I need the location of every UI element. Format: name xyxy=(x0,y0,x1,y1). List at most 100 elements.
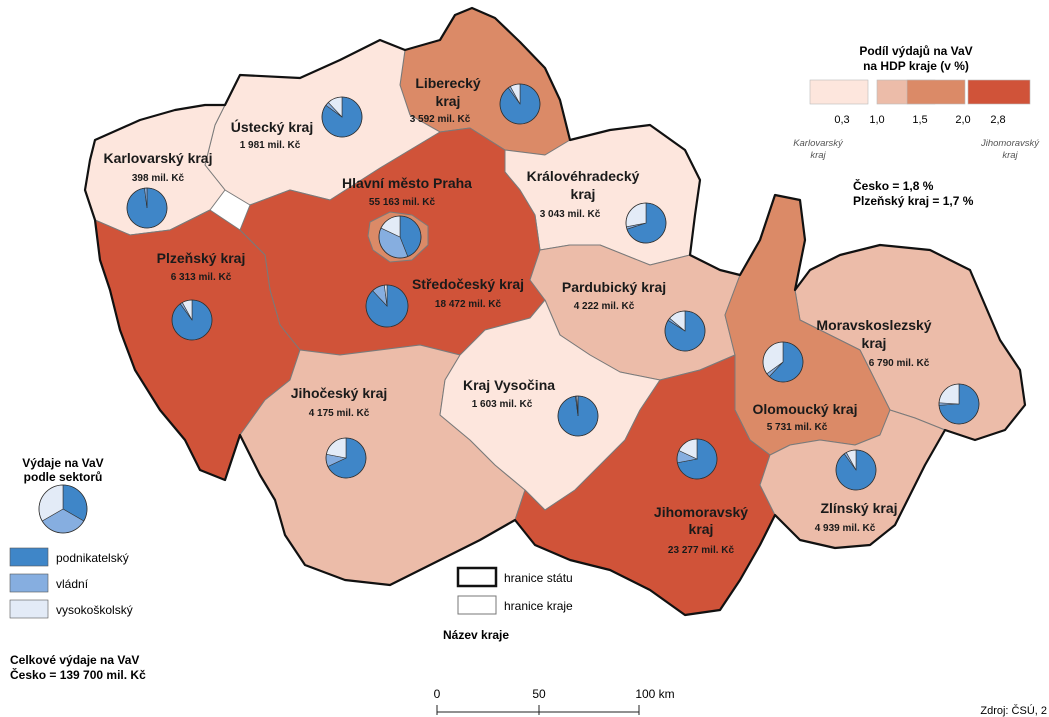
pie-chart xyxy=(664,310,706,352)
scale-bar: 0 50 100 km xyxy=(434,687,675,715)
label-pardubicky: Pardubický kraj 4 222 mil. Kč xyxy=(562,279,666,312)
label-karlovarsky: Karlovarský kraj 398 mil. Kč xyxy=(104,150,213,184)
legend-tick: 2,8 xyxy=(990,114,1005,126)
legend-title: Podíl výdajů na VaV xyxy=(859,44,972,58)
sector-swatch-business xyxy=(9,547,49,567)
label-ustecky: Ústecký kraj 1 981 mil. Kč xyxy=(231,118,314,151)
region-name: Moravskoslezský xyxy=(816,317,931,333)
pie-outline xyxy=(126,187,168,229)
region-name: Jihomoravský xyxy=(654,504,748,520)
region-name: Hlavní město Praha xyxy=(342,175,472,191)
region-name: Středočeský kraj xyxy=(412,276,524,292)
pie-outline xyxy=(325,437,367,479)
region-name: Olomoucký kraj xyxy=(752,401,857,417)
region-expenditure: 398 mil. Kč xyxy=(132,173,185,184)
region-expenditure: 5 731 mil. Kč xyxy=(767,422,828,433)
region-expenditure: 23 277 mil. Kč xyxy=(668,545,735,556)
region-name: kraj xyxy=(689,521,714,537)
pie-outline xyxy=(762,341,804,383)
region-name: kraj xyxy=(436,93,461,109)
sector-label-university: vysokoškolský xyxy=(56,603,133,617)
totals-value: Česko = 139 700 mil. Kč xyxy=(10,667,146,682)
labels-layer: Liberecký kraj 3 592 mil. Kč Ústecký kra… xyxy=(104,75,932,556)
label-olomoucky: Olomoucký kraj 5 731 mil. Kč xyxy=(752,401,857,433)
sector-legend-title: podle sektorů xyxy=(24,470,103,484)
region-name: Plzeňský kraj xyxy=(157,250,246,266)
region-border-swatch xyxy=(457,595,497,615)
region-expenditure: 3 592 mil. Kč xyxy=(410,114,471,125)
region-name: Karlovarský kraj xyxy=(104,150,213,166)
legend-min-note: Karlovarský xyxy=(793,138,844,149)
pie-chart xyxy=(171,299,213,341)
pie-chart xyxy=(835,449,877,491)
totals-title: Celkové výdaje na VaV xyxy=(10,653,139,667)
pie-outline xyxy=(835,449,877,491)
label-jihomoravsky: Jihomoravský kraj 23 277 mil. Kč xyxy=(654,504,748,556)
region-expenditure: 1 981 mil. Kč xyxy=(240,140,301,151)
pie-chart xyxy=(557,395,599,437)
region-name: Liberecký xyxy=(415,75,481,91)
stat-plzen: Plzeňský kraj = 1,7 % xyxy=(853,194,974,208)
sector-label-government: vládní xyxy=(56,577,89,591)
region-name: Kraj Vysočina xyxy=(463,377,555,393)
region-name-legend: Název kraje xyxy=(443,628,509,642)
label-praha: Hlavní město Praha 55 163 mil. Kč xyxy=(342,175,472,208)
state-border-label: hranice státu xyxy=(504,571,573,585)
legend-class-swatch xyxy=(809,79,869,105)
legend-tick: 1,0 xyxy=(869,114,884,126)
sector-swatch-university xyxy=(9,599,49,619)
region-expenditure: 55 163 mil. Kč xyxy=(369,197,436,208)
legend-max-note: Jihomoravský xyxy=(980,138,1040,149)
legend-min-note: kraj xyxy=(810,150,826,161)
choropleth-legend: Podíl výdajů na VaV na HDP kraje (v %) 0… xyxy=(793,44,1040,161)
label-kralovehradecky: Královéhradecký kraj 3 043 mil. Kč xyxy=(527,168,640,220)
state-border xyxy=(83,6,1027,617)
legend-class-swatch xyxy=(906,79,966,105)
pie-chart xyxy=(321,96,363,138)
pie-outline xyxy=(171,299,213,341)
pie-outline xyxy=(938,383,980,425)
pie-chart xyxy=(365,284,409,328)
pie-outline xyxy=(676,438,718,480)
region-expenditure: 1 603 mil. Kč xyxy=(472,399,533,410)
sector-legend-title: Výdaje na VaV xyxy=(22,456,103,470)
pie-outline xyxy=(321,96,363,138)
region-expenditure: 18 472 mil. Kč xyxy=(435,299,502,310)
legend-class-swatch xyxy=(967,79,1031,105)
label-vysocina: Kraj Vysočina 1 603 mil. Kč xyxy=(463,377,555,410)
pie-chart xyxy=(762,341,804,383)
pie-outline xyxy=(557,395,599,437)
region-expenditure: 4 939 mil. Kč xyxy=(815,523,876,534)
state-border-swatch xyxy=(456,566,498,588)
summary-stats: Česko = 1,8 % Plzeňský kraj = 1,7 % xyxy=(853,178,974,208)
legend-tick: 1,5 xyxy=(912,114,927,126)
label-plzensky: Plzeňský kraj 6 313 mil. Kč xyxy=(157,250,246,283)
region-expenditure: 3 043 mil. Kč xyxy=(540,209,601,220)
sector-legend: Výdaje na VaV podle sektorů podnikatelsk… xyxy=(9,456,133,619)
region-name: Královéhradecký xyxy=(527,168,640,184)
scale-label: 100 km xyxy=(635,687,674,701)
label-zlinsky: Zlínský kraj 4 939 mil. Kč xyxy=(815,500,898,534)
pie-outline xyxy=(499,83,541,125)
label-moravskoslezsky: Moravskoslezský kraj 6 790 mil. Kč xyxy=(816,317,931,369)
sector-legend-pie xyxy=(38,484,88,534)
pie-chart xyxy=(499,83,541,125)
pie-outline xyxy=(625,202,667,244)
pies-layer xyxy=(126,83,980,491)
pie-outline xyxy=(38,484,88,534)
label-liberecky: Liberecký kraj 3 592 mil. Kč xyxy=(410,75,481,125)
scale-label: 0 xyxy=(434,687,441,701)
sector-swatch-government xyxy=(9,573,49,593)
region-name: kraj xyxy=(571,186,596,202)
pie-chart xyxy=(325,437,367,479)
pie-chart xyxy=(625,202,667,244)
legend-max-note: kraj xyxy=(1002,150,1018,161)
stat-czech: Česko = 1,8 % xyxy=(853,178,934,193)
pie-chart xyxy=(676,438,718,480)
pie-outline xyxy=(365,284,409,328)
sector-label-business: podnikatelský xyxy=(56,551,129,565)
region-expenditure: 4 222 mil. Kč xyxy=(574,301,635,312)
region-expenditure: 6 313 mil. Kč xyxy=(171,272,232,283)
label-jihocesky: Jihočeský kraj 4 175 mil. Kč xyxy=(291,385,388,419)
